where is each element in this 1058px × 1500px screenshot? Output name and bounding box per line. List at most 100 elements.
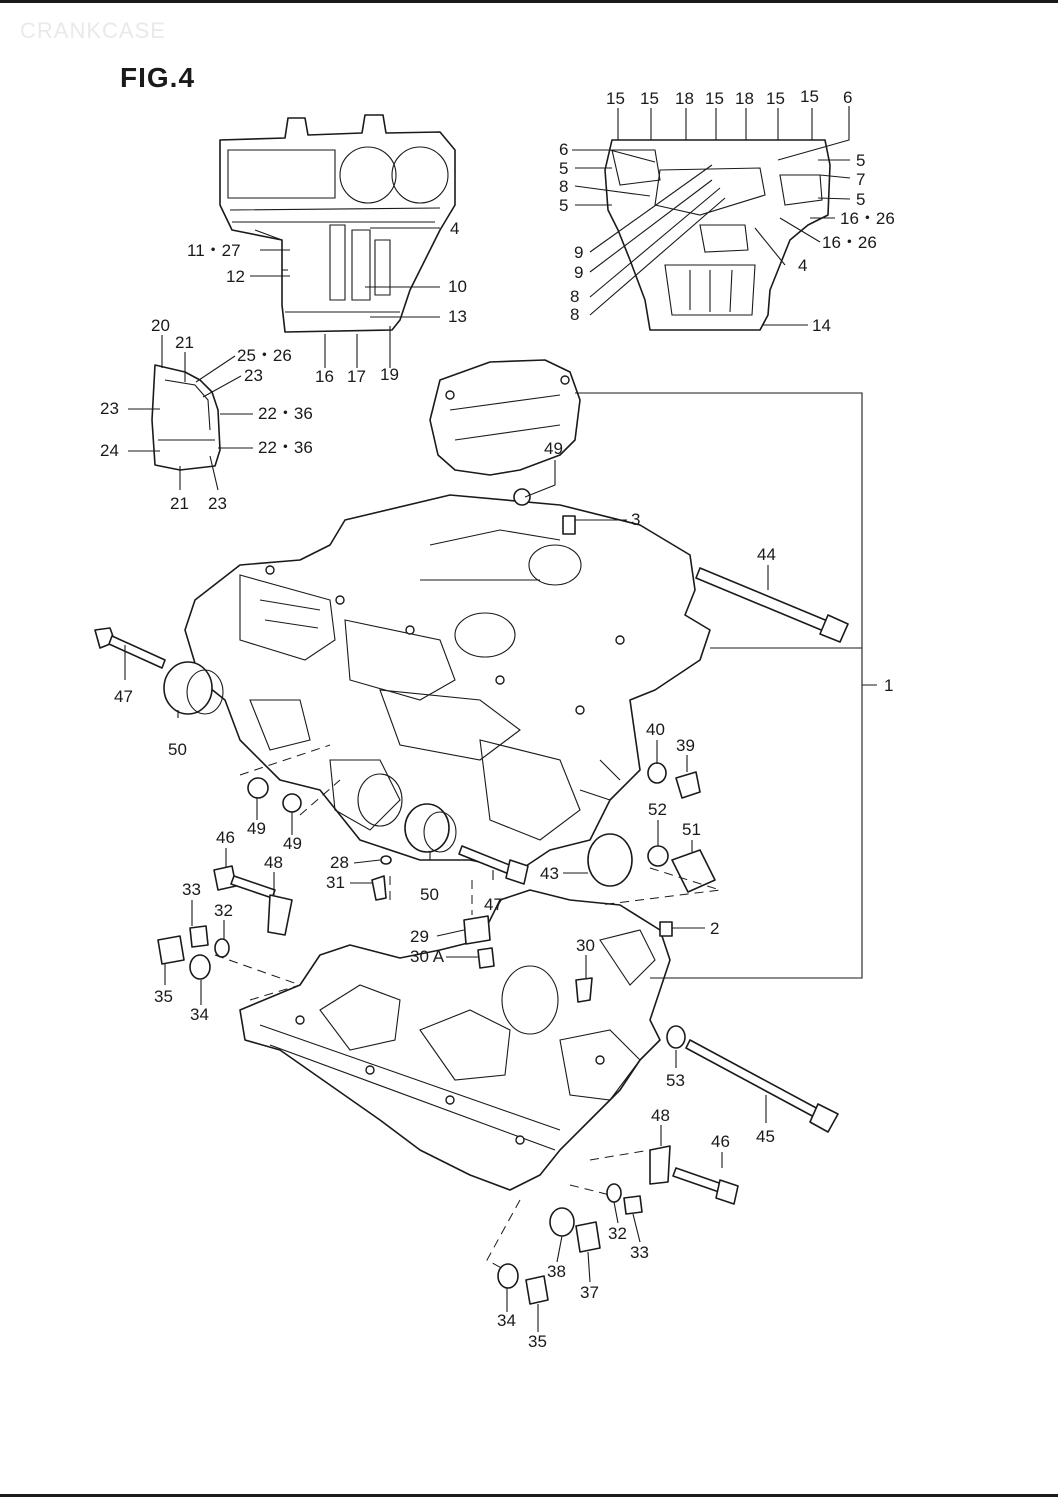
lower-crankcase-bottom-view <box>604 139 831 331</box>
callout-label: 5 <box>856 190 865 209</box>
callout-label: 15 <box>705 89 724 108</box>
callout-label: 8 <box>559 177 568 196</box>
plug-33-left <box>189 925 209 948</box>
callout-label: 35 <box>528 1332 547 1351</box>
callout-label: 9 <box>574 243 583 262</box>
callout-label: 52 <box>648 800 667 819</box>
callout-label: 43 <box>540 864 559 883</box>
o-ring-28 <box>380 855 392 865</box>
callout-label: 22・36 <box>258 404 313 423</box>
callout-label: 32 <box>214 901 233 920</box>
callout-label: 17 <box>347 367 366 386</box>
callout-label: 14 <box>812 316 831 335</box>
callout-label: 53 <box>666 1071 685 1090</box>
callout-label: 49 <box>247 819 266 838</box>
assembly-dashed-lines <box>214 744 721 1271</box>
callout-label: 16 <box>315 367 334 386</box>
callout-label: 47 <box>114 687 133 706</box>
callout-label: 21 <box>175 333 194 352</box>
washer-32-right <box>606 1183 622 1203</box>
callout-label: 5 <box>559 159 568 178</box>
bolt-47-center <box>458 845 529 885</box>
callout-label: 6 <box>559 140 568 159</box>
callout-label: 33 <box>630 1243 649 1262</box>
washer-53 <box>666 1025 686 1049</box>
side-cover-plate <box>151 364 221 471</box>
bolt-46-right <box>672 1167 739 1205</box>
nut-49-top <box>513 488 531 506</box>
callout-label: 40 <box>646 720 665 739</box>
bolt-46-left <box>213 865 276 899</box>
callout-label: 25・26 <box>237 346 292 365</box>
plate-48-right <box>649 1145 671 1185</box>
bolt-30A <box>477 947 495 969</box>
callout-label: 32 <box>608 1224 627 1243</box>
bolt-47-left <box>94 627 166 669</box>
leader-lines <box>124 106 877 1332</box>
crankshaft-top-cover <box>429 359 581 476</box>
figure-label: FIG.4 <box>120 62 196 93</box>
callout-label: 44 <box>757 545 776 564</box>
callout-label: 30 A <box>410 947 445 966</box>
callout-label: 18 <box>735 89 754 108</box>
callout-label: 23 <box>100 399 119 418</box>
callout-label: 15 <box>766 89 785 108</box>
nut-49-b <box>282 793 302 813</box>
callout-label: 45 <box>756 1127 775 1146</box>
plug-39 <box>675 771 701 799</box>
section-title: CRANKCASE <box>20 18 166 43</box>
callout-label: 50 <box>168 740 187 759</box>
callout-label: 47 <box>484 895 503 914</box>
callout-label: 8 <box>570 305 579 324</box>
callout-label: 46 <box>711 1132 730 1151</box>
part-52 <box>647 845 669 867</box>
upper-crankcase-side-view <box>219 114 456 333</box>
callout-label: 23 <box>244 366 263 385</box>
callout-label: 6 <box>843 88 852 107</box>
gasket-34-left <box>189 954 211 980</box>
nut-49-a <box>247 777 269 799</box>
callout-label: 35 <box>154 987 173 1006</box>
callout-labels: 15 15 18 15 18 15 15 6 6 5 8 5 5 7 5 16・… <box>100 87 895 1351</box>
callout-label: 34 <box>190 1005 209 1024</box>
callout-label: 5 <box>856 151 865 170</box>
washer-32-left <box>214 938 230 958</box>
part-51 <box>671 849 716 893</box>
plug-33-right <box>623 1195 643 1215</box>
callout-label: 7 <box>856 170 865 189</box>
upper-crankcase-half <box>184 494 711 871</box>
callout-label: 30 <box>576 936 595 955</box>
dowel-2 <box>659 921 673 937</box>
bottom-border-line <box>0 1494 1058 1497</box>
top-border-line <box>0 0 1058 3</box>
callout-label: 38 <box>547 1262 566 1281</box>
callout-label: 22・36 <box>258 438 313 457</box>
callout-label: 16・26 <box>840 209 895 228</box>
callout-label: 4 <box>798 256 807 275</box>
callout-label: 16・26 <box>822 233 877 252</box>
washer-40 <box>647 762 667 784</box>
callout-label: 2 <box>710 919 719 938</box>
plug-37 <box>575 1221 601 1253</box>
callout-label: 8 <box>570 287 579 306</box>
oil-filter-50-center <box>404 803 457 853</box>
callout-label: 4 <box>450 219 459 238</box>
callout-label: 15 <box>640 89 659 108</box>
long-bolt-44 <box>695 567 849 643</box>
lower-crankcase-half <box>239 889 671 1191</box>
callout-label: 23 <box>208 494 227 513</box>
callout-label: 24 <box>100 441 119 460</box>
callout-label: 29 <box>410 927 429 946</box>
bolt-30 <box>575 977 593 1003</box>
callout-label: 9 <box>574 263 583 282</box>
callout-label: 49 <box>544 439 563 458</box>
callout-label: 50 <box>420 885 439 904</box>
callout-label: 1 <box>884 676 893 695</box>
callout-label: 48 <box>264 853 283 872</box>
plug-29 <box>463 915 491 945</box>
drain-plug-35-bottom <box>525 1275 549 1305</box>
callout-label: 19 <box>380 365 399 384</box>
gasket-34-bottom <box>497 1263 519 1289</box>
callout-label: 49 <box>283 834 302 853</box>
